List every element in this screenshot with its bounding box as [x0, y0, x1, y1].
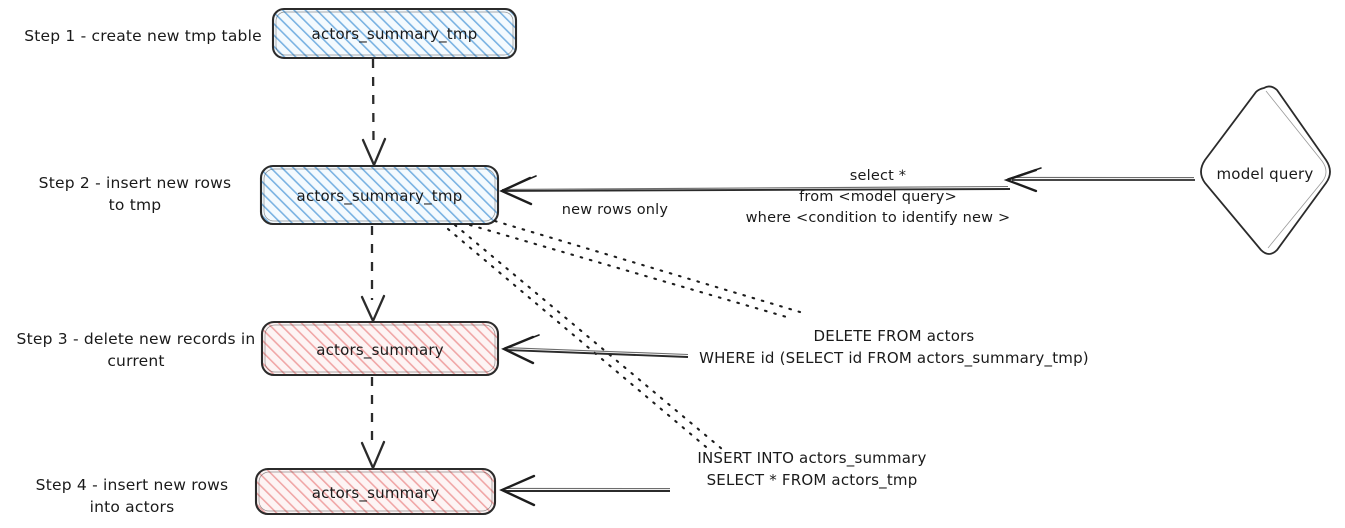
edge-label-insert-sql: INSERT INTO actors_summary SELECT * FROM…: [697, 449, 927, 489]
edge-node2-to-insert-note: [446, 223, 724, 454]
node-model-query[interactable]: [1200, 85, 1331, 255]
edge-label-delete-sql: DELETE FROM actors WHERE id (SELECT id F…: [699, 327, 1089, 367]
node-actors-summary-tmp-2[interactable]: [259, 164, 500, 226]
edge-line: [505, 349, 689, 358]
node-shape: [271, 7, 518, 60]
arrowhead: [360, 440, 386, 471]
node-shape-sketch-outline: [1265, 90, 1327, 249]
edge-node1-node2: [361, 58, 387, 168]
edge-label-new-rows-only: new rows only: [561, 202, 669, 218]
node-shape-sketch-outline: [275, 11, 514, 56]
edge-label-model-query-sql: select * from <model query> where <condi…: [745, 168, 1011, 227]
edge-line: [371, 58, 375, 143]
node-label-actors-summary-4: actors_summary: [311, 484, 440, 502]
node-actors-summary-4[interactable]: [254, 467, 497, 516]
edge-query-to-node2: [499, 175, 1011, 206]
edge-line: [493, 219, 802, 314]
step-label-3: Step 3 - delete new records in current: [16, 330, 256, 371]
edge-line: [503, 188, 1011, 192]
arrowhead-sketch: [502, 175, 537, 191]
node-actors-summary-tmp-1[interactable]: [271, 7, 518, 60]
step-label-2: Step 2 - insert new rows to tmp: [38, 174, 232, 215]
edge-line: [453, 223, 724, 451]
edge-diamond-to-query: [1003, 167, 1195, 193]
edge-node2-node3: [360, 226, 386, 324]
node-label-actors-summary-tmp-1: actors_summary_tmp: [311, 25, 478, 43]
step-label-4: Step 4 - insert new rows into actors: [35, 476, 229, 517]
edge-line-sketch: [446, 227, 714, 454]
node-label-model-query: model query: [1216, 165, 1314, 183]
edge-node2-to-delete-note: [468, 219, 802, 320]
step-label-1: Step 1 - create new tmp table: [24, 27, 262, 45]
edge-delete-to-node3: [501, 334, 689, 365]
node-label-actors-summary-3: actors_summary: [316, 341, 444, 359]
edge-line-sketch: [506, 347, 689, 356]
arrowhead-sketch: [504, 334, 540, 349]
edge-node3-node4: [360, 377, 386, 471]
arrowhead: [361, 137, 387, 168]
node-shape-sketch-outline: [264, 324, 496, 373]
node-actors-summary-3[interactable]: [260, 320, 500, 377]
arrowhead: [499, 474, 536, 507]
edge-line-sketch: [501, 185, 1009, 191]
node-shape: [260, 320, 500, 377]
edge-insert-to-node4: [499, 474, 671, 507]
node-shape: [254, 467, 497, 516]
edge-line-sketch: [468, 223, 792, 320]
node-shape-sketch-outline: [263, 168, 496, 222]
node-shape: [259, 164, 500, 226]
node-shape-sketch-outline: [258, 471, 493, 512]
node-label-actors-summary-tmp-2: actors_summary_tmp: [296, 187, 463, 205]
arrowhead-sketch: [1007, 167, 1042, 180]
